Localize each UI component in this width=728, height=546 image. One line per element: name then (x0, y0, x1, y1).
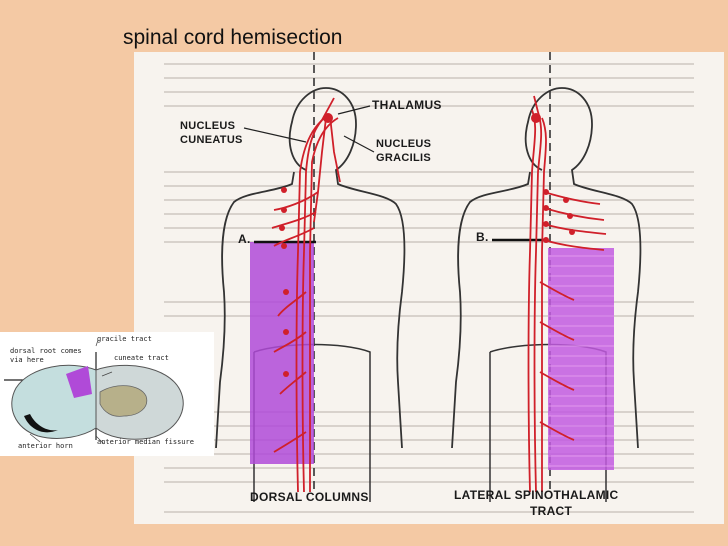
right-lesion-region (548, 248, 614, 470)
label-nucleus-gracilis-1: NUCLEUS (376, 138, 432, 150)
label-nucleus-cuneatus-2: CUNEATUS (180, 134, 243, 146)
right-synapse-dots (531, 113, 575, 243)
label-lateral-spinothalamic-2: TRACT (530, 504, 573, 518)
left-lesion-region (250, 242, 314, 464)
slide-title: spinal cord hemisection (123, 26, 343, 49)
label-thalamus: THALAMUS (372, 98, 442, 112)
label-pointers (243, 105, 375, 153)
label-nucleus-gracilis-2: GRACILIS (376, 152, 431, 164)
label-nucleus-cuneatus-1: NUCLEUS (180, 120, 236, 132)
cord-cross-section-inset: dorsal root comes via here gracile tract… (0, 332, 214, 456)
left-body-outline (215, 87, 406, 449)
right-lesion-stripes (548, 255, 614, 467)
inset-pointers (29, 339, 113, 445)
right-tracts (527, 95, 607, 493)
pathway-drawing (164, 52, 694, 513)
inset-label-dorsal-root: dorsal root comes (10, 347, 82, 355)
grey-matter-right (99, 385, 148, 417)
label-marker-a: A. (238, 232, 251, 246)
label-marker-b: B. (476, 230, 489, 244)
left-synapse-dots (279, 113, 333, 377)
right-body-outline (451, 87, 642, 449)
inset-label-gracile-tract: gracile tract (97, 335, 152, 343)
lesioned-dorsal-column (66, 366, 92, 398)
inset-label-dorsal-root-2: via here (10, 356, 44, 364)
inset-label-anterior-median-fissure: anterior median fissure (97, 438, 194, 446)
anterior-horn-mark (24, 414, 58, 433)
inset-label-anterior-horn: anterior horn (18, 442, 73, 450)
label-lateral-spinothalamic-1: LATERAL SPINOTHALAMIC (454, 488, 619, 502)
inset-label-cuneate-tract: cuneate tract (114, 354, 169, 362)
label-dorsal-columns: DORSAL COLUMNS (250, 490, 369, 504)
background-text-lines (164, 63, 694, 513)
left-tracts (271, 97, 341, 493)
pathway-diagram: THALAMUS NUCLEUS CUNEATUS NUCLEUS GRACIL… (134, 52, 724, 524)
cross-section-drawing (4, 339, 184, 445)
